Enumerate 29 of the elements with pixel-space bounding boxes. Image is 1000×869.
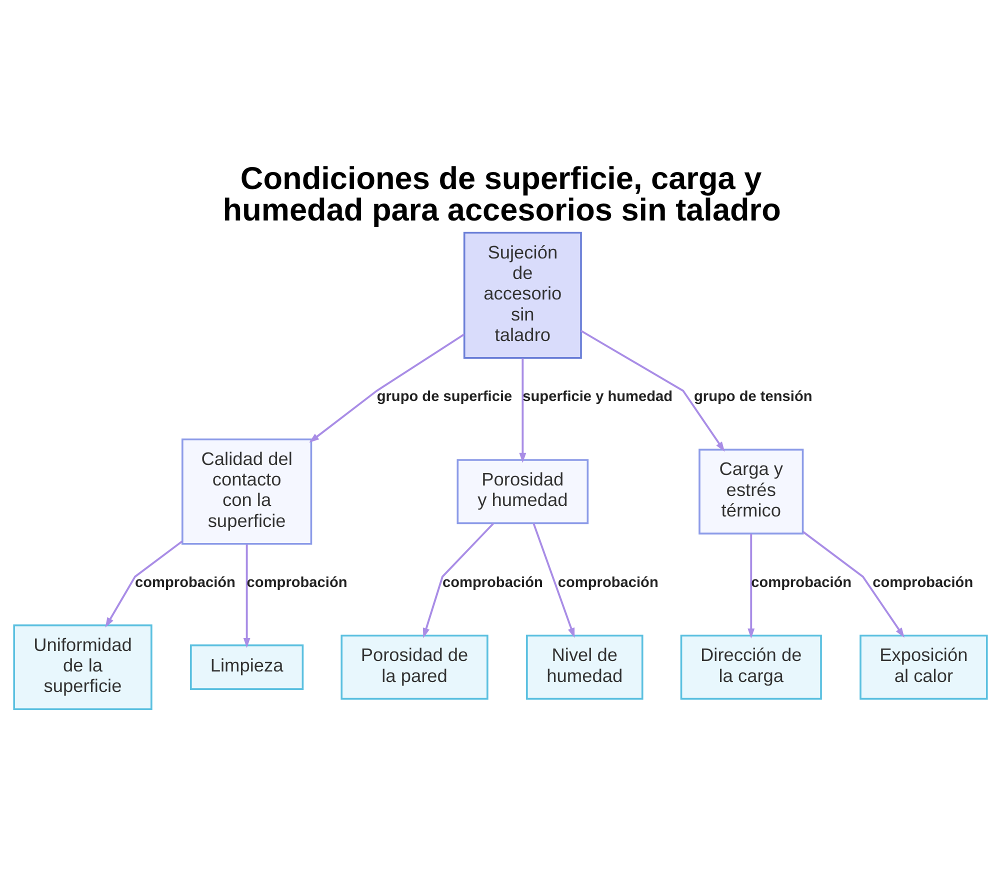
arrow — [802, 531, 904, 638]
diagram-title: Condiciones de superficie, carga y humedad para accesorios sin taladro — [222, 160, 780, 228]
node-box: Sujeción de accesorio sin taladro — [462, 232, 582, 359]
node-box: Calidad del contacto con la superficie — [181, 438, 312, 545]
edge-label: comprobación — [557, 575, 658, 592]
node-box: Limpieza — [190, 644, 304, 690]
arrow — [242, 544, 250, 648]
arrow — [518, 358, 526, 463]
node-box: Uniformidad de la superficie — [12, 624, 152, 710]
node-box: Carga y estrés térmico — [698, 448, 804, 534]
edge-label: comprobación — [872, 575, 973, 592]
arrow — [104, 540, 182, 628]
edge-label: comprobación — [246, 575, 347, 592]
edge-label: comprobación — [442, 575, 542, 592]
edge-label: grupo de superficie — [376, 389, 512, 406]
arrow — [308, 334, 464, 443]
node-box: Dirección de la carga — [680, 634, 822, 700]
node-box: Porosidad de la pared — [340, 634, 488, 700]
edge-label: comprobación — [750, 575, 852, 592]
node-box: Exposición al calor — [859, 634, 988, 700]
node-box: Porosidad y humedad — [456, 459, 588, 524]
edge-label: grupo de tensión — [694, 389, 812, 406]
arrow — [747, 534, 754, 638]
arrow — [532, 523, 574, 638]
arrow — [422, 522, 494, 638]
node-box: Nivel de humedad — [526, 634, 643, 700]
arrow — [580, 330, 724, 452]
edge-label: comprobación — [134, 575, 235, 592]
edge-label: superficie y humedad — [522, 389, 672, 406]
